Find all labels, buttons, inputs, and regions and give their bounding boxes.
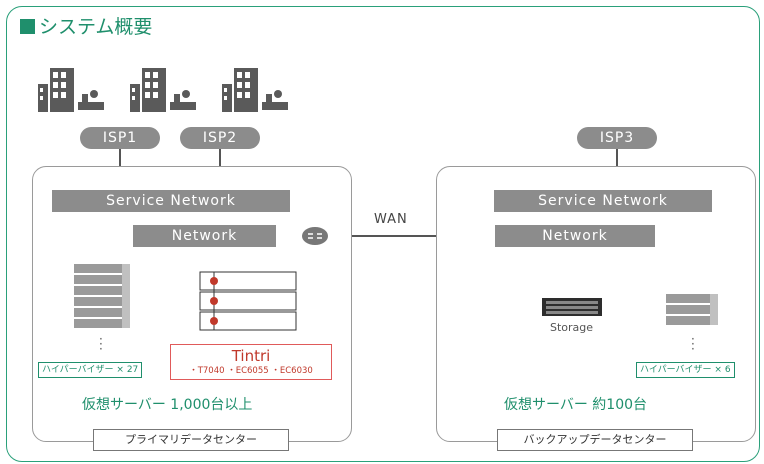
server-ellipsis: ···: [691, 332, 695, 356]
isp3-pill: ISP3: [577, 127, 657, 149]
server-rack-icon: [666, 294, 718, 325]
backup-datacenter-label: バックアップデータセンター: [497, 429, 693, 451]
office-building-icon: [222, 68, 258, 112]
server-ellipsis: ···: [99, 332, 103, 356]
diagram-frame: [6, 6, 760, 462]
router-icon: [302, 227, 328, 245]
storage-label: Storage: [550, 321, 594, 334]
tintri-models: ・T7040 ・EC6055 ・EC6030: [189, 366, 313, 376]
server-rack-icon: [74, 264, 130, 328]
page-title: システム概要: [20, 12, 152, 39]
primary-vm-count: 仮想サーバー 1,000台以上: [82, 397, 253, 413]
backup-service-network: Service Network: [494, 190, 712, 212]
backup-hypervisor-tag: ハイパーバイザー × 6: [636, 362, 735, 378]
storage-array-icon: [542, 298, 602, 316]
office-buildings: [38, 68, 288, 112]
office-building-icon: [38, 68, 74, 112]
tintri-name: Tintri: [231, 347, 271, 365]
primary-service-network: Service Network: [52, 190, 290, 212]
user-at-desk-icon: [78, 90, 104, 110]
tintri-box: Tintri ・T7040 ・EC6055 ・EC6030: [170, 344, 332, 380]
isp2-pill: ISP2: [180, 127, 260, 149]
primary-network: Network: [133, 225, 276, 247]
tintri-storage-icon: [199, 271, 297, 331]
isp1-pill: ISP1: [80, 127, 160, 149]
wan-label: WAN: [374, 212, 408, 227]
primary-datacenter-label: プライマリデータセンター: [93, 429, 289, 451]
backup-vm-count: 仮想サーバー 約100台: [504, 397, 648, 413]
primary-hypervisor-tag: ハイパーバイザー × 27: [38, 362, 143, 378]
user-at-desk-icon: [262, 90, 288, 110]
office-building-icon: [130, 68, 166, 112]
backup-network: Network: [495, 225, 655, 247]
user-at-desk-icon: [170, 90, 196, 110]
